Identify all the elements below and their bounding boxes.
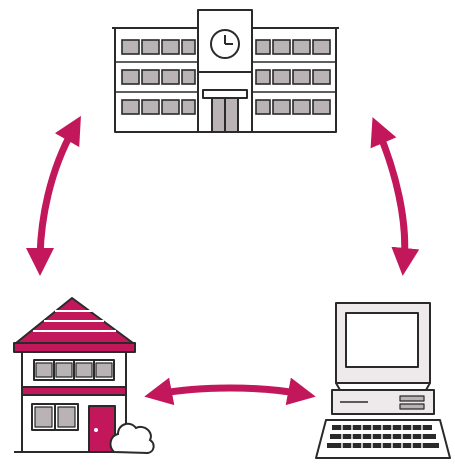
arrow-home-computer (158, 388, 302, 394)
arrow-school-computer (378, 130, 405, 262)
school-entrance-canopy (203, 90, 247, 98)
arrow-school-home (40, 128, 74, 262)
house-icon (14, 298, 135, 452)
house-eave (14, 343, 135, 352)
house-band (22, 387, 126, 395)
school-windows-left (122, 40, 195, 114)
monitor-screen (346, 313, 418, 367)
school-windows-right (256, 40, 330, 114)
